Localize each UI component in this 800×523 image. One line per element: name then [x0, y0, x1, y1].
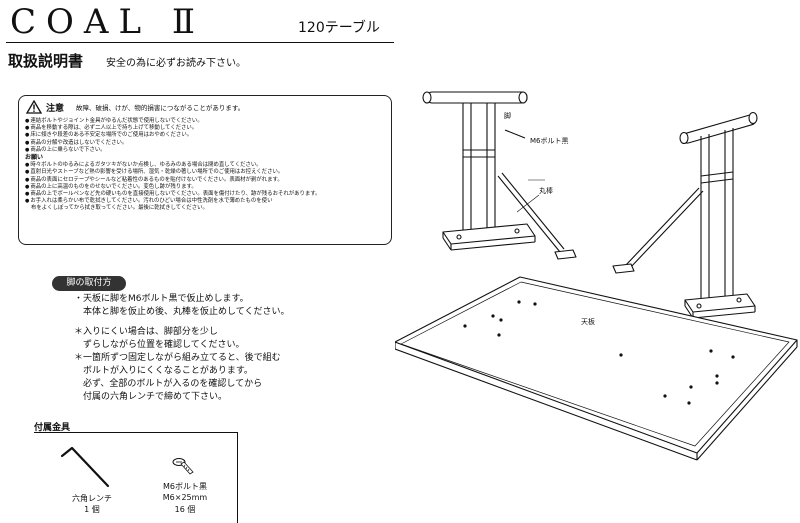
- instruction-line: 付属の六角レンチで締めて下さい。: [74, 392, 228, 402]
- caution-item: 商品の上でボールペンなど先の硬いものを直接使用しないでください。表面を傷付けたり…: [25, 191, 387, 198]
- instruction-line: ・天板に脚をM6ボルト黒で仮止めします。: [74, 294, 249, 304]
- caution-list: 連結ボルトやジョイント金具がゆるんだ状態で使用しないでください。商品を移動する際…: [25, 118, 387, 213]
- table-top-label: 天板: [581, 317, 595, 326]
- bolt-name: M6ボルト黒: [163, 482, 207, 491]
- caution-item: 商品の分解や改造はしないでください。: [25, 140, 387, 147]
- left-leg: [422, 91, 536, 251]
- caution-item: 商品の上に高温のものをのせないでください。変色し跡が残ります。: [25, 184, 387, 191]
- product-name: 120テーブル: [298, 20, 380, 36]
- caution-item: 直射日光やストーブなど熱の影響を受ける場所、湿気・乾燥の著しい場所でのご使用はお…: [25, 169, 387, 176]
- instruction-line: ボルトが入りにくくなることがあります。: [74, 366, 253, 376]
- bolt-icon: [172, 458, 194, 475]
- leg-mount-instructions: ・天板に脚をM6ボルト黒で仮止めします。 本体と脚を仮止め後、丸棒を仮止めしてく…: [74, 293, 289, 404]
- manual-subtitle: 安全の為に必ずお読み下さい。: [106, 58, 246, 69]
- caution-subheading: お願い: [25, 154, 44, 162]
- bolt-label: M6ボルト黒: [530, 137, 569, 145]
- caution-item: 商品の上に乗らないで下さい。: [25, 147, 387, 154]
- caution-description: 故障、破損、けが、物的損害につながることがあります。: [76, 104, 245, 112]
- caution-label: 注意: [46, 103, 65, 114]
- caution-header: 注意 故障、破損、けが、物的損害につながることがあります。: [26, 100, 244, 114]
- instruction-line: 本体と脚を仮止め後、丸棒を仮止めしてください。: [74, 307, 290, 317]
- instruction-line: ＊入りにくい場合は、脚部分を少し: [74, 327, 218, 337]
- wrench-quantity: 1 個: [84, 505, 100, 514]
- accessories-title: 付属金具: [34, 423, 71, 433]
- right-leg: [679, 111, 758, 319]
- caution-item: 商品の表面にセロテープやシールなど粘着性のあるものを貼付けないでください。表面材…: [25, 177, 387, 184]
- wrench-name: 六角レンチ: [72, 494, 112, 503]
- manual-title: 取扱説明書: [8, 52, 84, 70]
- header-divider: [6, 42, 394, 43]
- bolt-quantity: 16 個: [174, 505, 196, 514]
- warning-icon: [26, 100, 42, 114]
- caution-item: 連結ボルトやジョイント金具がゆるんだ状態で使用しないでください。: [25, 118, 387, 125]
- caution-box: [18, 95, 392, 245]
- caution-item: お手入れは柔らかい布で乾拭きしてください。汚れのひどい場合は中性洗剤を水で薄めた…: [25, 198, 387, 205]
- accessories-box: [34, 432, 238, 523]
- caution-item: 布をよくしぼってから拭き取ってください。最後に乾拭きしてください。: [31, 205, 208, 212]
- instruction-line: ＊一箇所ずつ固定しながら組み立てると、後で組む: [74, 353, 281, 363]
- instruction-line: 必ず、全部のボルトが入るのを確認してから: [74, 379, 263, 389]
- bolt-holes: [463, 300, 735, 405]
- instruction-line: ずらしながら位置を確認してください。: [74, 340, 245, 350]
- bolt-size: M6×25mm: [162, 493, 208, 502]
- caution-item: 商品を移動する際は、必ず二人以上で持ち上げて移動してください。: [25, 125, 387, 132]
- caution-item: 床に傾きや段差のある不安定な場所でのご使用はおやめください。: [25, 132, 387, 139]
- leg-label: 脚: [504, 111, 511, 120]
- hex-wrench-icon: [60, 446, 110, 488]
- rod-label: 丸棒: [539, 186, 553, 195]
- assembly-diagram: 脚 M6ボルト黒 丸棒 天板: [395, 91, 798, 461]
- instruction-line: [74, 319, 289, 326]
- brand-title: COAL Ⅱ: [10, 2, 205, 42]
- left-rod: [497, 172, 577, 260]
- right-rod: [612, 187, 704, 274]
- leg-mount-title: 脚の取付方: [52, 276, 126, 291]
- caution-item: 時々ボルトのゆるみによるガタツキがないか点検し、ゆるみのある場合は閉め直してくだ…: [25, 162, 387, 169]
- table-top: [395, 276, 798, 461]
